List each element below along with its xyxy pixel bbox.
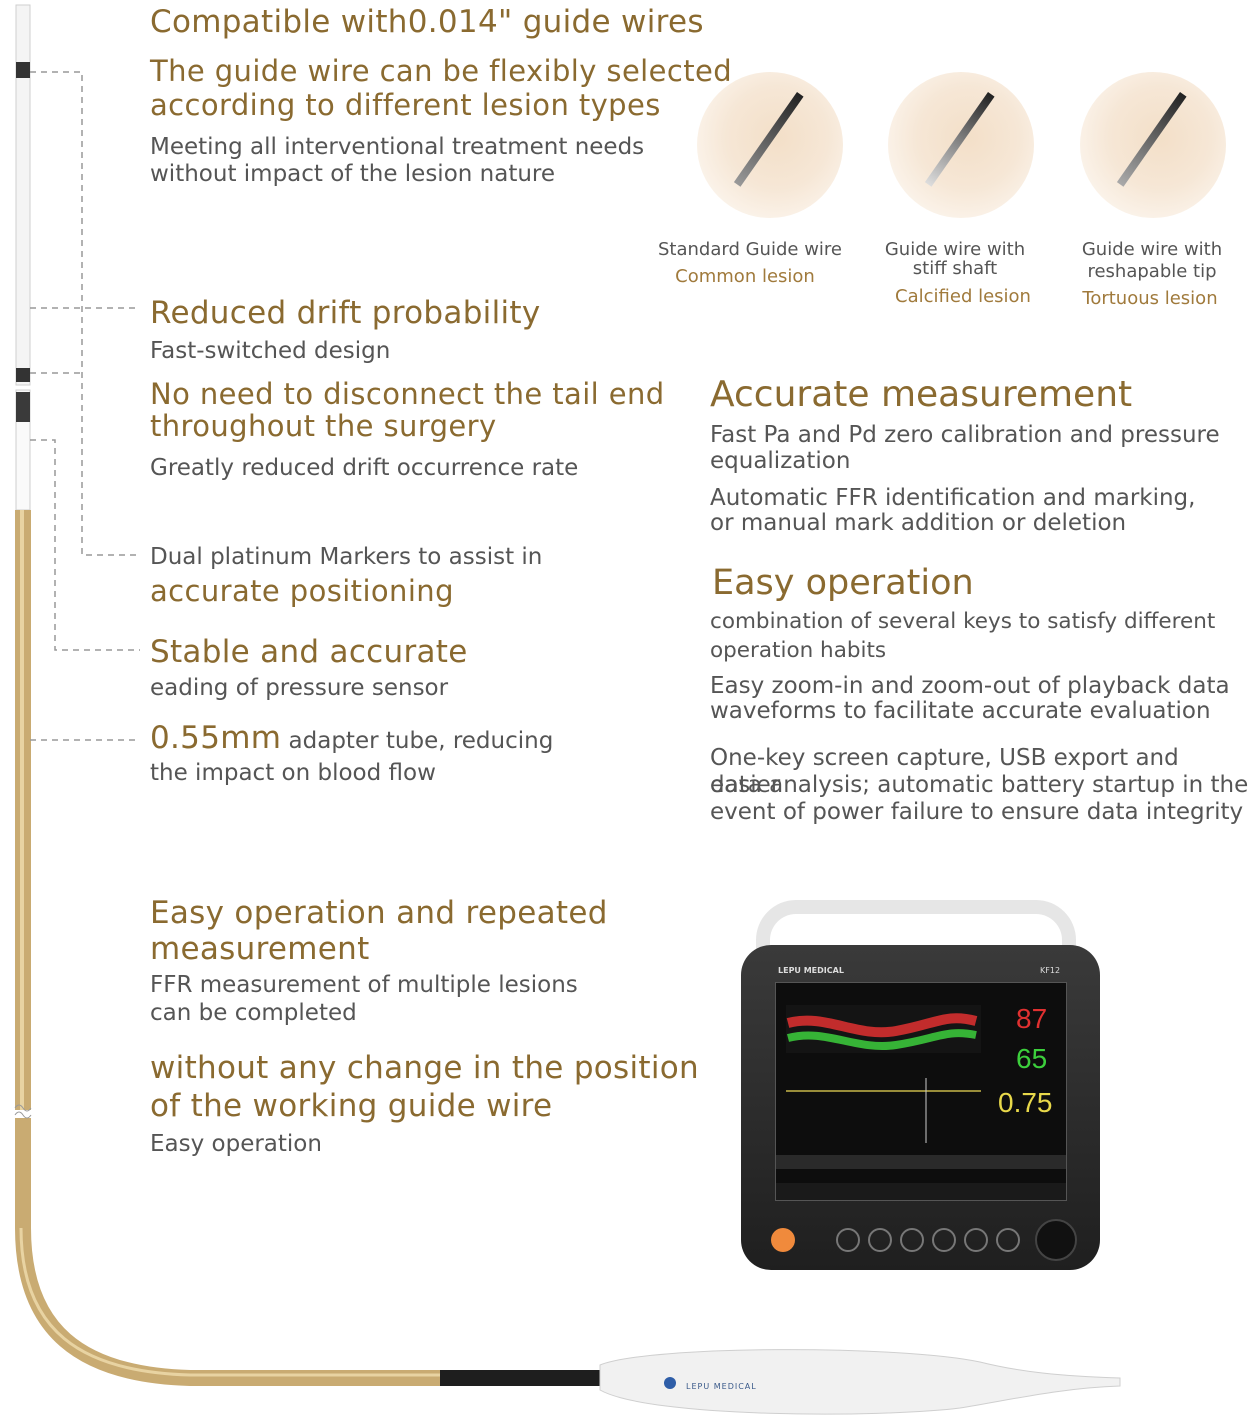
wire-type-2-name-line2: stiff shaft (912, 258, 998, 279)
accurate-measurement-title: Accurate measurement (710, 374, 1133, 415)
repeat-desc-line1: FFR measurement of multiple lesions (150, 972, 578, 998)
monitor-brand: LEPU MEDICAL (778, 966, 844, 975)
easy-p2-line1: Easy zoom-in and zoom-out of playback da… (710, 673, 1230, 699)
waveform-graphic (776, 1005, 1066, 1200)
tube-desc-line2: the impact on blood flow (150, 760, 436, 786)
ffr-value: 0.75 (998, 1087, 1053, 1118)
tail-title-line1: No need to disconnect the tail end (150, 377, 665, 411)
power-button[interactable] (771, 1228, 795, 1252)
drift-desc: Fast-switched design (150, 338, 391, 364)
accurate-p1-line2: equalization (710, 448, 851, 474)
wire-type-3-name-line1: Guide wire with (1081, 239, 1223, 260)
wire-type-1-lesion: Common lesion (675, 266, 815, 287)
wire-type-2-name-line1: Guide wire with (884, 239, 1026, 260)
monitor-model: KF12 (1040, 966, 1061, 975)
repeat-title-line2: measurement (150, 931, 370, 967)
drift-title: Reduced drift probability (150, 295, 541, 331)
easy-p2-line2: waveforms to facilitate accurate evaluat… (710, 698, 1211, 724)
standard-wire-image (697, 72, 843, 218)
pa-value: 87 (1016, 1003, 1048, 1034)
position-title-line1: without any change in the position (150, 1050, 700, 1086)
tube-line1: 0.55mm adapter tube, reducing (150, 720, 553, 756)
wire-type-1-name: Standard Guide wire (658, 239, 842, 260)
markers-title: accurate positioning (150, 574, 454, 608)
pa-zero-button[interactable] (836, 1228, 860, 1252)
monitor-screen: 87 65 0.75 (775, 982, 1067, 1201)
markers-desc: Dual platinum Markers to assist in (150, 544, 543, 570)
repeat-title-line1: Easy operation and repeated (150, 895, 608, 931)
guidewire-desc-line1: Meeting all interventional treatment nee… (150, 134, 645, 160)
equalize-button[interactable] (900, 1228, 924, 1252)
easy-p1-line2: operation habits (710, 638, 887, 663)
pd-zero-button[interactable] (868, 1228, 892, 1252)
handle-brand: LEPU MEDICAL (686, 1382, 757, 1391)
stiff-shaft-wire-image (888, 72, 1034, 218)
position-title-line2: of the working guide wire (150, 1088, 553, 1124)
easy-p1-line1: combination of several keys to satisfy d… (710, 609, 1216, 634)
stable-desc: eading of pressure sensor (150, 675, 449, 701)
accurate-p1-line1: Fast Pa and Pd zero calibration and pres… (710, 422, 1220, 448)
wire-type-3-name-line2: reshapable tip (1087, 261, 1217, 282)
position-desc: Easy operation (150, 1131, 322, 1157)
lepu-logo-icon (664, 1377, 676, 1389)
mode-button[interactable] (932, 1228, 956, 1252)
easy-p3-line2: data analysis; automatic battery startup… (710, 772, 1249, 798)
record-button[interactable] (996, 1228, 1020, 1252)
marker-button[interactable] (964, 1228, 988, 1252)
wire-type-3-lesion: Tortuous lesion (1082, 288, 1218, 309)
guidewire-desc-line2: without impact of the lesion nature (150, 161, 556, 187)
easy-p3-line3: event of power failure to ensure data in… (710, 799, 1244, 825)
guidewire-subtitle-line2: according to different lesion types (150, 88, 661, 122)
easy-p3-line1: One-key screen capture, USB export and e… (710, 745, 1179, 798)
guidewire-subtitle-line1: The guide wire can be flexibly selected (150, 54, 733, 88)
tail-desc: Greatly reduced drift occurrence rate (150, 455, 579, 481)
accurate-p2-line1: Automatic FFR identification and marking… (710, 485, 1196, 511)
pd-value: 65 (1016, 1043, 1048, 1074)
easy-operation-title: Easy operation (712, 563, 974, 603)
reshapable-tip-wire-image (1080, 72, 1226, 218)
wire-type-2-lesion: Calcified lesion (895, 286, 1031, 307)
guidewire-title: Compatible with0.014" guide wires (150, 4, 704, 40)
tube-size: 0.55mm (150, 720, 282, 756)
tube-desc-line1: adapter tube, reducing (281, 728, 554, 754)
rotary-knob[interactable] (1035, 1219, 1077, 1261)
repeat-desc-line2: can be completed (150, 1000, 357, 1026)
accurate-p2-line2: or manual mark addition or deletion (710, 510, 1127, 536)
tail-title-line2: throughout the surgery (150, 409, 497, 443)
stable-title: Stable and accurate (150, 634, 468, 670)
